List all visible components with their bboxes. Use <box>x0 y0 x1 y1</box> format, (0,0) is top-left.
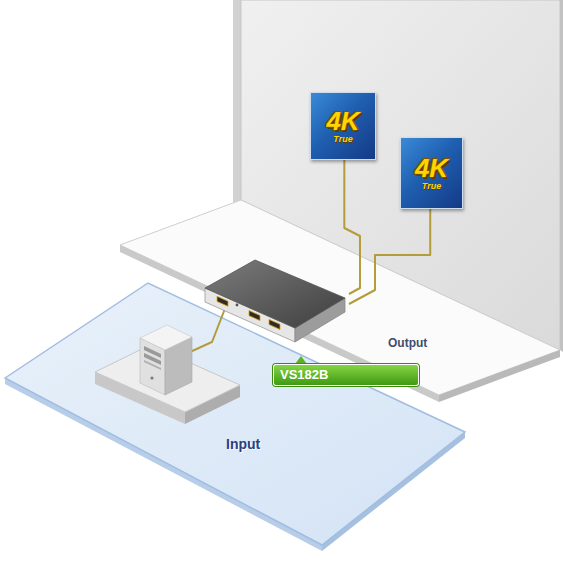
switch-device: VS182B <box>203 258 349 346</box>
illustration-part <box>190 306 226 352</box>
device-led <box>236 304 239 307</box>
computer-cable <box>190 306 226 352</box>
illustration-part <box>560 0 563 352</box>
illustration-part <box>233 0 241 204</box>
video-cable <box>349 209 430 304</box>
resolution-logo: 4K <box>326 108 359 134</box>
illustration-part <box>120 200 560 395</box>
device-top <box>205 260 345 328</box>
display-screen: 4KTrue <box>310 92 376 160</box>
model-tag: VS182B <box>273 364 419 386</box>
area-label: Output <box>388 336 427 350</box>
resolution-logo: 4K <box>415 155 448 181</box>
device-port <box>217 296 228 306</box>
display-screen: 4KTrue <box>400 137 463 209</box>
area-label: Input <box>226 436 260 452</box>
illustration-part <box>140 325 192 350</box>
computer-tower <box>140 325 192 395</box>
device-port <box>249 311 260 321</box>
video-cable <box>344 160 360 294</box>
tag-pointer <box>295 356 307 364</box>
logo-subtitle: True <box>422 182 441 191</box>
illustration-part <box>144 360 161 370</box>
device-port <box>269 319 280 329</box>
device-illustration <box>203 258 349 346</box>
input-floor <box>5 283 465 551</box>
logo-subtitle: True <box>333 135 352 144</box>
illustration-part <box>150 376 153 379</box>
illustration-part <box>5 283 465 545</box>
illustration-part <box>144 353 161 365</box>
illustration-part <box>439 350 560 402</box>
